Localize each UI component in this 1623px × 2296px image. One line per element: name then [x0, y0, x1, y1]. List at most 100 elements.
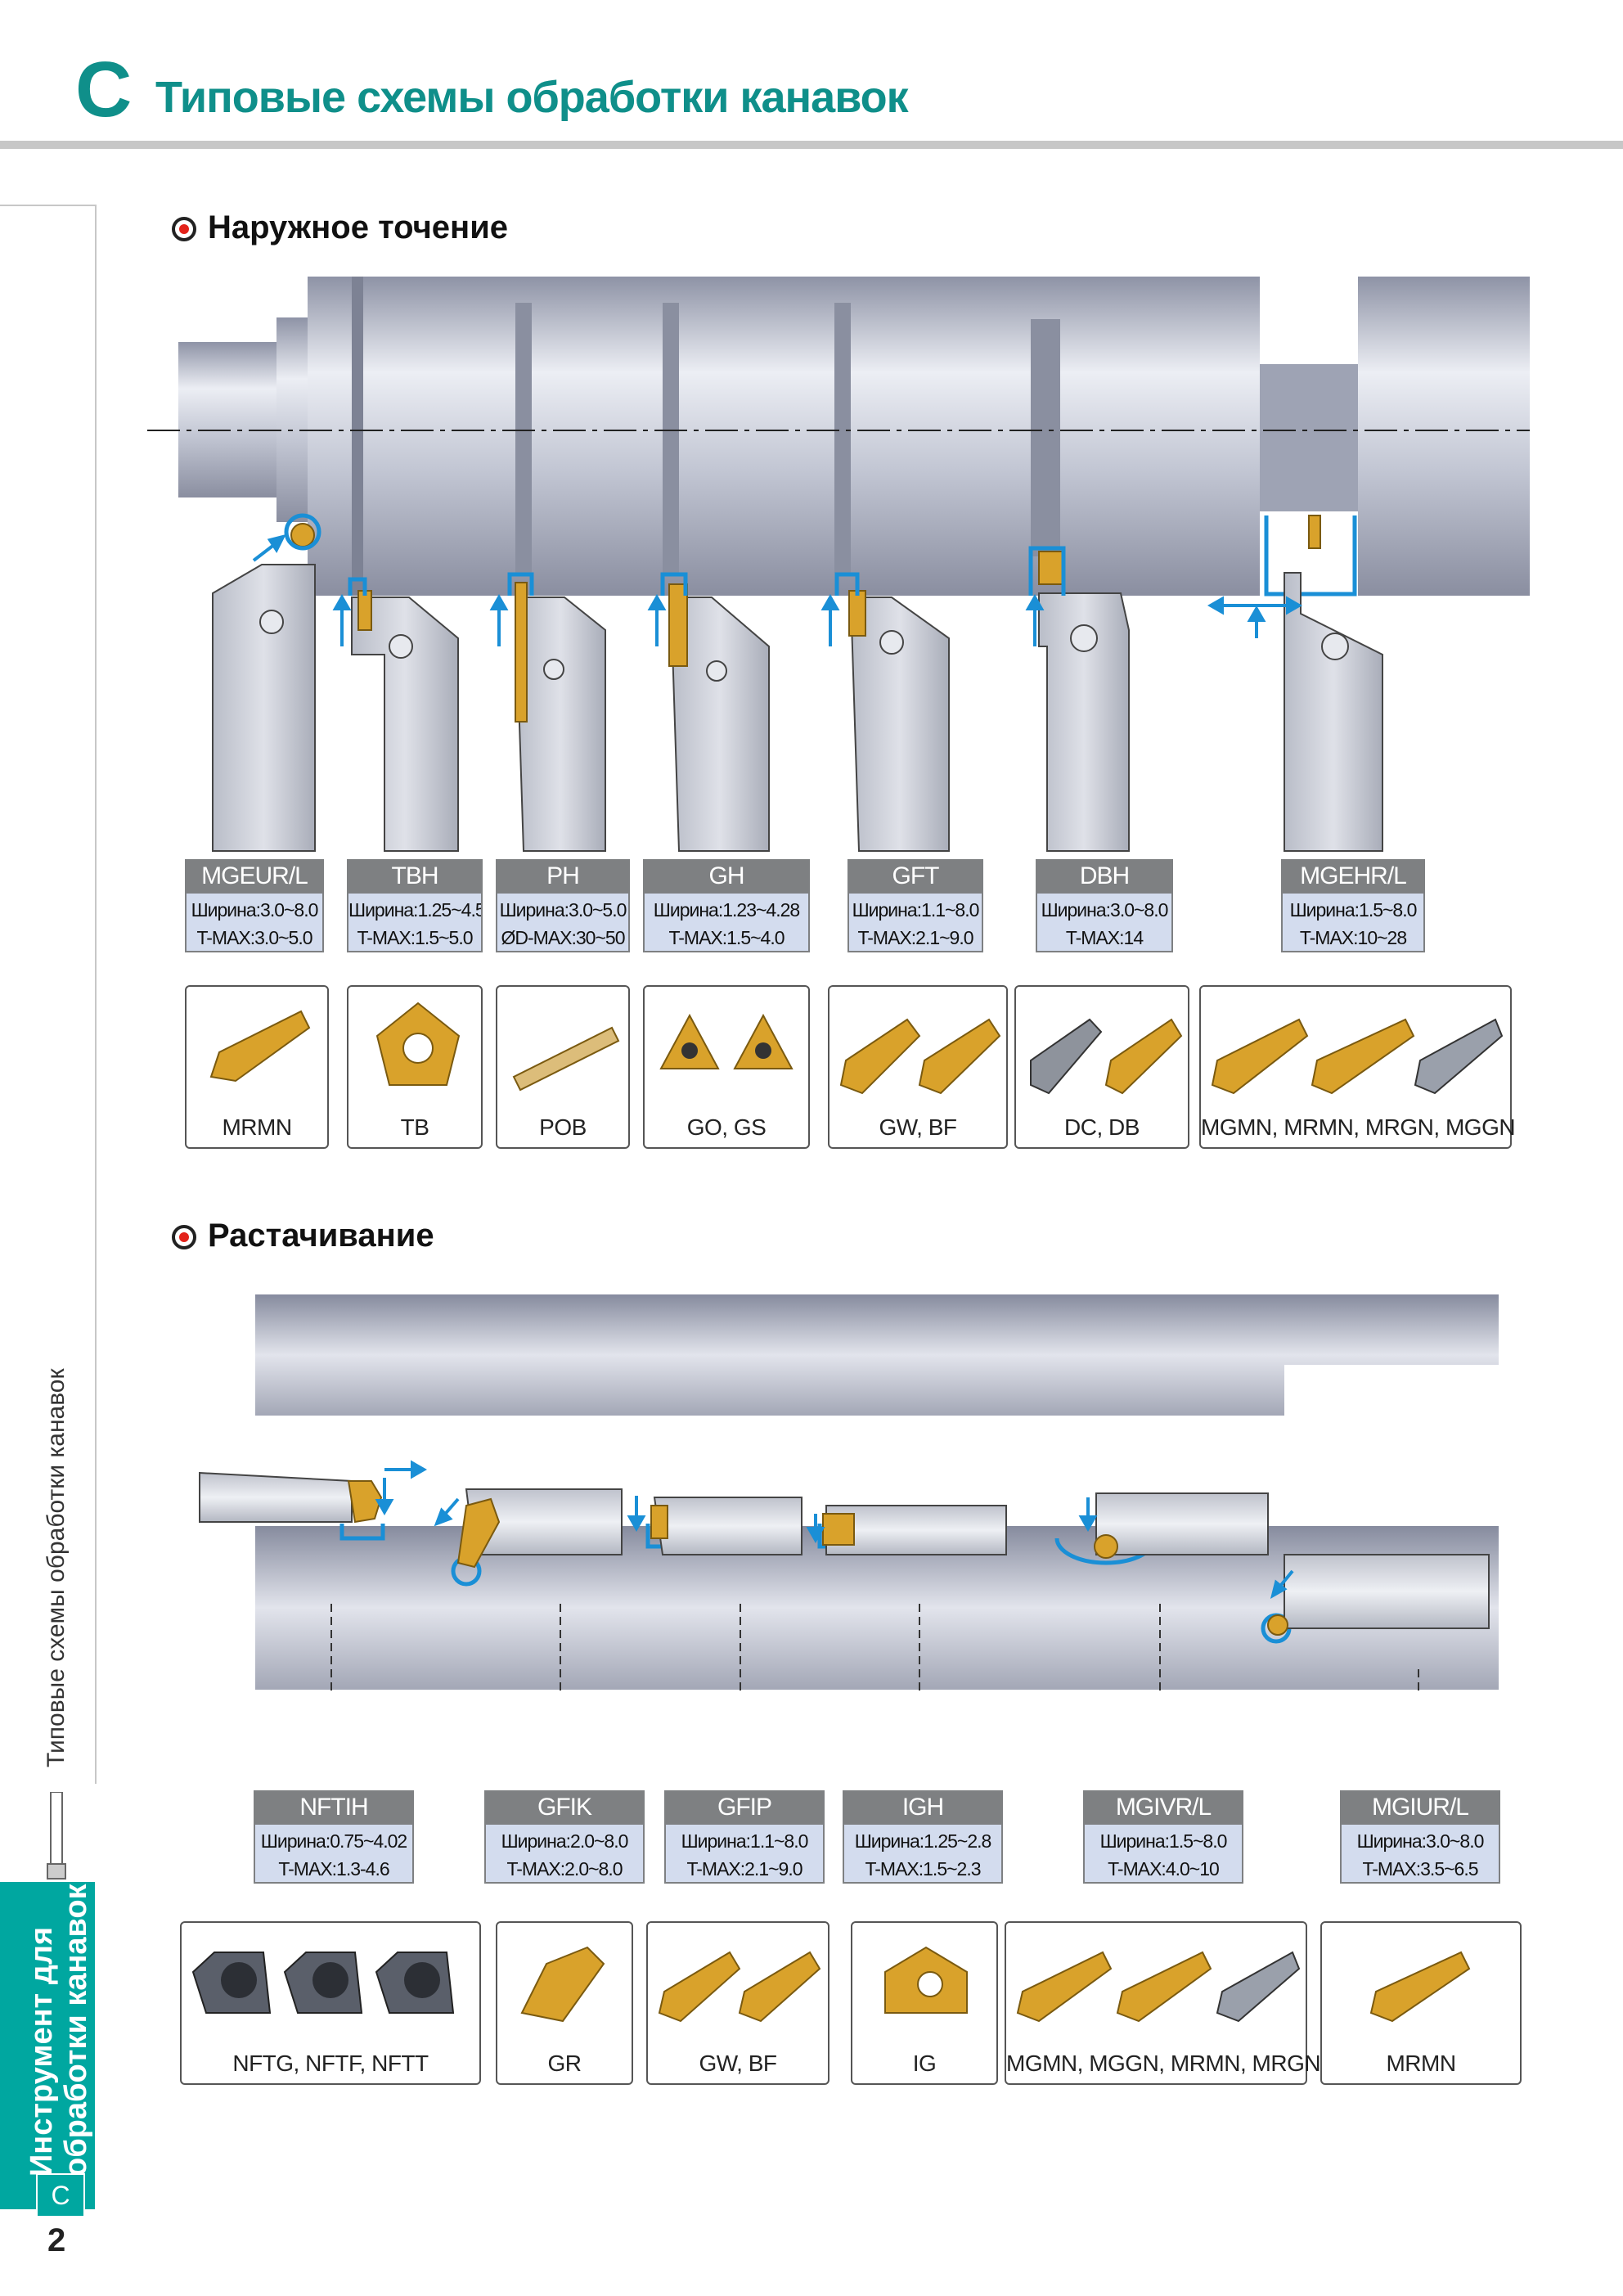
- chapter-tab-letter: C: [36, 2173, 85, 2217]
- spec-name: GH: [643, 859, 810, 894]
- insert-box: NFTG, NFTF, NFTT: [180, 1921, 481, 2085]
- spec-tmax: T-MAX:3.0~5.0: [196, 927, 312, 948]
- insert-image: [191, 1952, 455, 2014]
- insert-caption: MRMN: [222, 1114, 292, 1140]
- insert-box: MGMN, MGGN, MRMN, MRGN: [1005, 1921, 1321, 2085]
- spec-values: Ширина:3.0~5.0 ØD-MAX:30~50: [496, 894, 630, 952]
- spec-values: Ширина:3.0~8.0 T-MAX:14: [1036, 894, 1173, 952]
- boring-illustration: [199, 1294, 1499, 1694]
- insert-caption: GO, GS: [686, 1114, 767, 1140]
- spec-name: MGEUR/L: [185, 859, 324, 894]
- insert-caption: GW, BF: [699, 2051, 778, 2076]
- spec-card: PH Ширина:3.0~5.0 ØD-MAX:30~50: [496, 859, 630, 952]
- spec-tmax: T-MAX:2.0~8.0: [506, 1858, 623, 1880]
- spec-width: Ширина:1.25~4.5: [348, 899, 483, 921]
- insert-box: MGMN, MRMN, MRGN, MGGN: [1199, 985, 1516, 1149]
- section-title-external: Наружное точение: [172, 209, 508, 246]
- spec-name: MGIVR/L: [1083, 1790, 1243, 1825]
- spec-card: GFT Ширина:1.1~8.0 T-MAX:2.1~9.0: [847, 859, 983, 952]
- spec-values: Ширина:1.5~8.0 T-MAX:4.0~10: [1083, 1825, 1243, 1884]
- insert-caption: DC, DB: [1064, 1114, 1140, 1140]
- spec-tmax: T-MAX:4.0~10: [1108, 1858, 1220, 1880]
- spec-width: Ширина:3.0~8.0: [1356, 1830, 1485, 1852]
- external-turning-illustration: [147, 277, 1530, 852]
- spec-name: PH: [496, 859, 630, 894]
- spec-card: NFTIH Ширина:0.75~4.02 T-MAX:1.3-4.6: [254, 1790, 414, 1884]
- section-title-boring-text: Растачивание: [208, 1218, 434, 1254]
- insert-box: GW, BF: [828, 985, 1008, 1149]
- spec-name: IGH: [843, 1790, 1003, 1825]
- spec-width: Ширина:1.25~2.8: [854, 1830, 992, 1852]
- spec-tmax: T-MAX:3.5~6.5: [1362, 1858, 1478, 1880]
- chapter-tab: [0, 1882, 95, 2209]
- spec-width: Ширина:1.5~8.0: [1289, 899, 1418, 921]
- side-tool-icon: [47, 1792, 66, 1880]
- spec-card: GH Ширина:1.23~4.28 T-MAX:1.5~4.0: [643, 859, 810, 952]
- spec-name: GFT: [847, 859, 983, 894]
- spec-tmax: T-MAX:1.3-4.6: [278, 1858, 389, 1880]
- insert-caption: GW, BF: [879, 1114, 958, 1140]
- spec-values: Ширина:0.75~4.02 T-MAX:1.3-4.6: [254, 1825, 414, 1884]
- insert-image: [658, 1951, 821, 2023]
- spec-width: Ширина:3.0~8.0: [191, 899, 319, 921]
- spec-name: NFTIH: [254, 1790, 414, 1825]
- section-title-boring: Растачивание: [172, 1218, 434, 1254]
- spec-width: Ширина:1.1~8.0: [681, 1830, 809, 1852]
- spec-tmax: ØD-MAX:30~50: [501, 927, 626, 948]
- section-title-external-text: Наружное точение: [208, 209, 509, 245]
- section-bullet-icon: [172, 1225, 196, 1250]
- spec-tmax: T-MAX:2.1~9.0: [857, 927, 973, 948]
- spec-name: MGEHR/L: [1281, 859, 1425, 894]
- spec-tmax: T-MAX:1.5~4.0: [668, 927, 785, 948]
- insert-image: [375, 1002, 461, 1086]
- spec-width: Ширина:3.0~5.0: [499, 899, 627, 921]
- insert-box: DC, DB: [1014, 985, 1189, 1149]
- insert-image: [1030, 1018, 1183, 1095]
- insert-image: [659, 1013, 794, 1069]
- spec-name: DBH: [1036, 859, 1173, 894]
- spec-values: Ширина:2.0~8.0 T-MAX:2.0~8.0: [484, 1825, 645, 1884]
- insert-image: [512, 1026, 620, 1092]
- side-label: Типовые схемы обработки канавок: [43, 1368, 70, 1767]
- insert-image: [884, 1946, 968, 2014]
- spec-width: Ширина:1.1~8.0: [852, 899, 980, 921]
- spec-name: GFIK: [484, 1790, 645, 1825]
- spec-tmax: T-MAX:1.5~2.3: [865, 1858, 981, 1880]
- spec-tmax: T-MAX:2.1~9.0: [686, 1858, 803, 1880]
- spec-card: IGH Ширина:1.25~2.8 T-MAX:1.5~2.3: [843, 1790, 1003, 1884]
- insert-box: TB: [347, 985, 483, 1149]
- spec-card: GFIK Ширина:2.0~8.0 T-MAX:2.0~8.0: [484, 1790, 645, 1884]
- chapter-tab-label: Инструмент для обработки канавок: [25, 1884, 93, 2177]
- spec-values: Ширина:1.23~4.28 T-MAX:1.5~4.0: [643, 894, 810, 952]
- chapter-letter: C: [75, 46, 133, 133]
- spec-values: Ширина:1.25~2.8 T-MAX:1.5~2.3: [843, 1825, 1003, 1884]
- spec-width: Ширина:0.75~4.02: [260, 1830, 407, 1852]
- page-title: Типовые схемы обработки канавок: [155, 73, 909, 122]
- spec-name: GFIP: [664, 1790, 825, 1825]
- insert-image: [1016, 1951, 1301, 2023]
- insert-box: GR: [496, 1921, 633, 2085]
- insert-caption: MGMN, MGGN, MRMN, MRGN: [1006, 2051, 1321, 2076]
- insert-caption: NFTG, NFTF, NFTT: [232, 2051, 429, 2076]
- page-number: 2: [47, 2222, 66, 2258]
- insert-image: [839, 1018, 1001, 1095]
- insert-caption: MRMN: [1386, 2051, 1456, 2076]
- header-divider: [0, 141, 1623, 149]
- spec-card: TBH Ширина:1.25~4.5 T-MAX:1.5~5.0: [347, 859, 483, 952]
- spec-values: Ширина:3.0~8.0 T-MAX:3.0~5.0: [185, 894, 324, 952]
- spec-tmax: T-MAX:14: [1065, 927, 1144, 948]
- spec-name: MGIUR/L: [1340, 1790, 1500, 1825]
- chapter-tab-line2: обработки канавок: [59, 1884, 93, 2177]
- insert-caption: POB: [539, 1114, 587, 1140]
- spec-tmax: T-MAX:10~28: [1299, 927, 1407, 948]
- insert-image: [1211, 1018, 1504, 1095]
- spec-width: Ширина:1.23~4.28: [653, 899, 800, 921]
- insert-box: POB: [496, 985, 630, 1149]
- spec-tmax: T-MAX:1.5~5.0: [357, 927, 473, 948]
- spec-values: Ширина:1.5~8.0 T-MAX:10~28: [1281, 894, 1425, 952]
- insert-image: [1369, 1951, 1471, 2023]
- chapter-tab-line1: Инструмент для: [25, 1926, 59, 2177]
- spec-card: MGEHR/L Ширина:1.5~8.0 T-MAX:10~28: [1281, 859, 1425, 952]
- insert-box: IG: [851, 1921, 998, 2085]
- spec-card: MGEUR/L Ширина:3.0~8.0 T-MAX:3.0~5.0: [185, 859, 324, 952]
